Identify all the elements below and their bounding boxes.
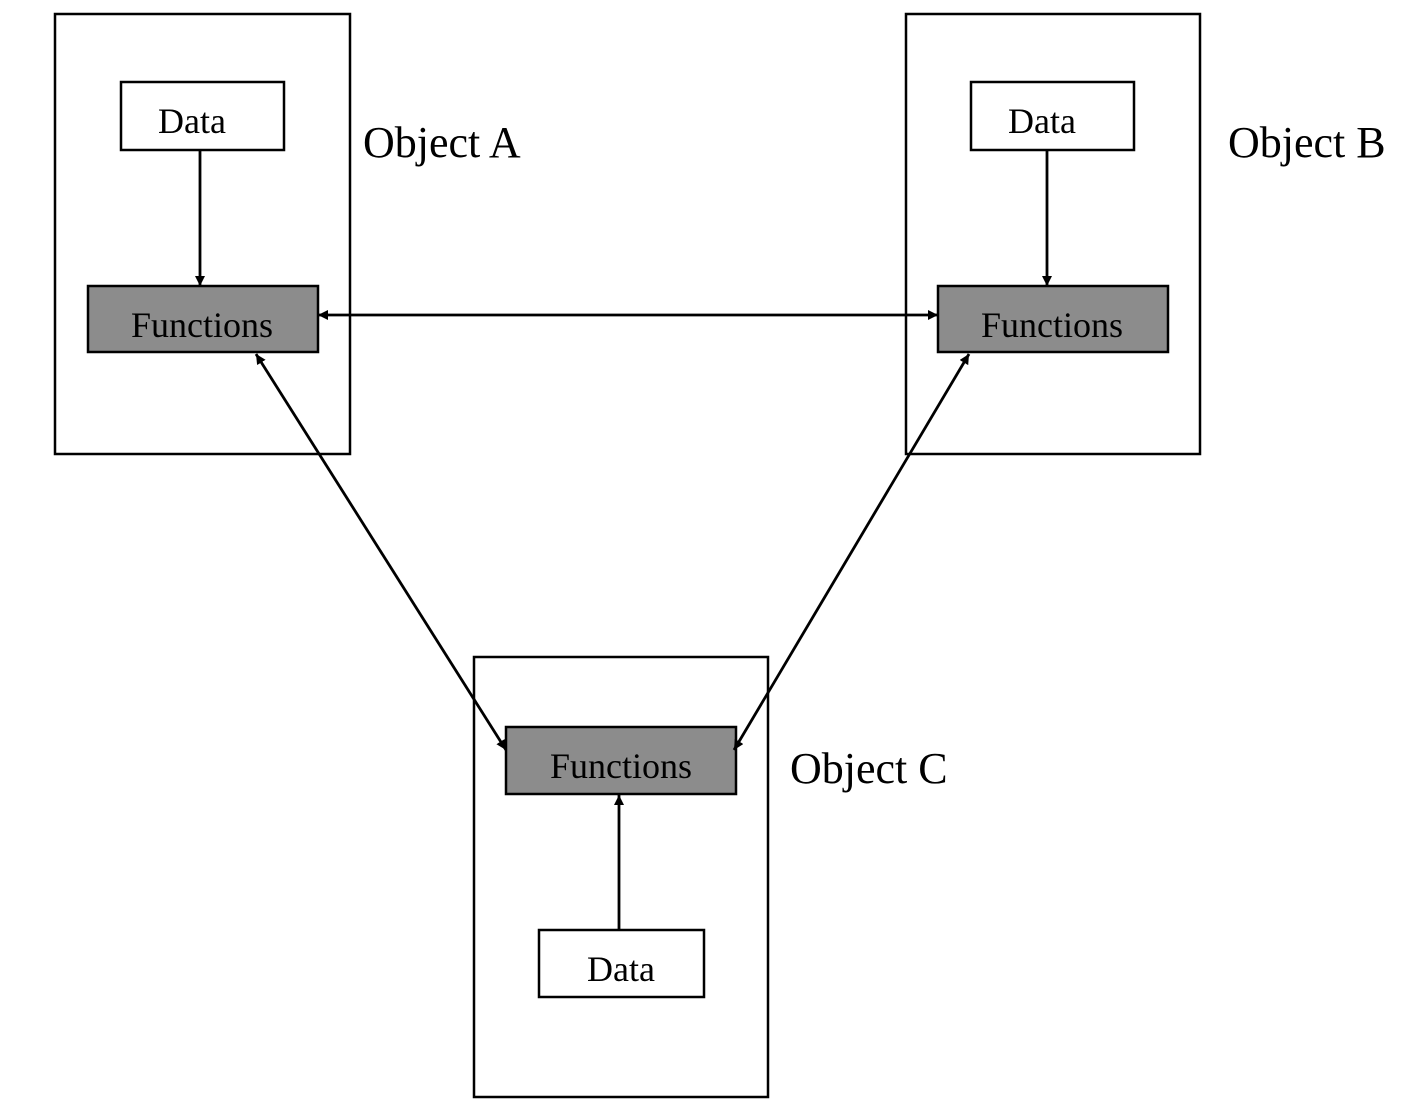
object-c: Functions Data Object C [472, 655, 948, 1099]
object-b-functions-box [936, 284, 1170, 354]
object-b: Data Functions Object B [904, 12, 1386, 456]
object-c-label: Object C [790, 744, 948, 793]
object-a-data-box [119, 80, 286, 152]
object-a-data-label: Data [158, 101, 226, 141]
object-c-functions-label: Functions [550, 746, 692, 786]
object-c-frame [472, 655, 770, 1099]
object-b-data-box [969, 80, 1136, 152]
object-a-label: Object A [363, 118, 521, 167]
arrow-functions-b-to-functions-c [732, 353, 971, 751]
object-a: Data Functions Object A [53, 12, 521, 456]
object-a-frame [53, 12, 352, 456]
object-b-functions-label: Functions [981, 305, 1123, 345]
object-c-data-box [537, 928, 706, 999]
object-b-data-label: Data [1008, 101, 1076, 141]
object-a-functions-box [86, 284, 320, 354]
object-c-data-label: Data [587, 949, 655, 989]
object-b-label: Object B [1228, 118, 1386, 167]
object-c-functions-box [504, 725, 738, 796]
arrow-functions-a-to-functions-c [254, 353, 508, 751]
object-a-functions-label: Functions [131, 305, 273, 345]
